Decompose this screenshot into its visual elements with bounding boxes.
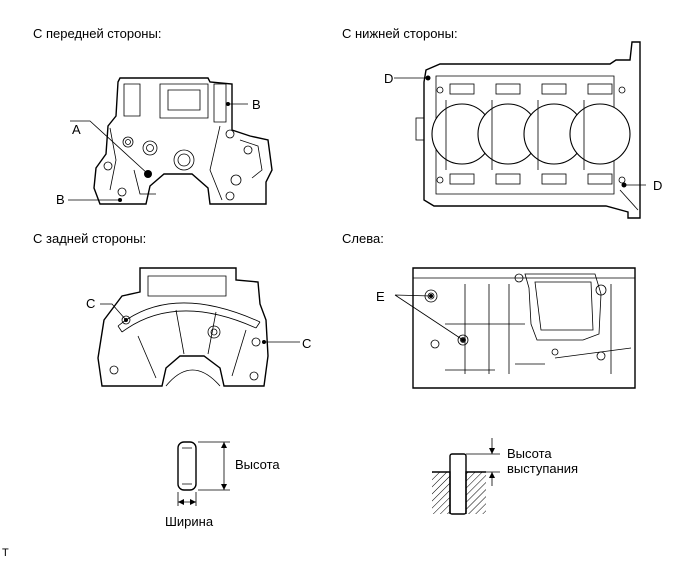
callout-e-left: E	[376, 289, 385, 304]
left-view-title: Слева:	[342, 231, 384, 246]
callout-c-rear-right: C	[302, 336, 312, 351]
corner-mark: T	[2, 547, 9, 559]
left-view-engine-block-drawing	[394, 267, 636, 389]
pin-protrusion-height-drawing	[432, 438, 500, 515]
callout-d-bottom-left: D	[384, 71, 394, 86]
bottom-view-title: С нижней стороны:	[342, 26, 458, 41]
rear-view-title: С задней стороны:	[33, 231, 147, 246]
callout-d-bottom-right: D	[653, 178, 663, 193]
callout-c-rear-left: C	[86, 296, 96, 311]
pin-width-label: Ширина	[165, 514, 214, 529]
bottom-view-engine-block-drawing	[394, 41, 646, 219]
callout-b-front-lower: B	[56, 192, 65, 207]
front-view-title: С передней стороны:	[33, 26, 162, 41]
callout-a-front: A	[72, 122, 81, 137]
rear-view-engine-block-drawing	[97, 267, 300, 387]
callout-b-front-upper: B	[252, 97, 261, 112]
front-view-engine-block-drawing	[68, 77, 273, 205]
dowel-pin-dimension-drawing	[177, 441, 230, 506]
pin-height-label: Высота	[235, 457, 280, 472]
protrusion-height-label-line2: выступания	[507, 461, 579, 476]
protrusion-height-label-line1: Высота	[507, 446, 552, 461]
